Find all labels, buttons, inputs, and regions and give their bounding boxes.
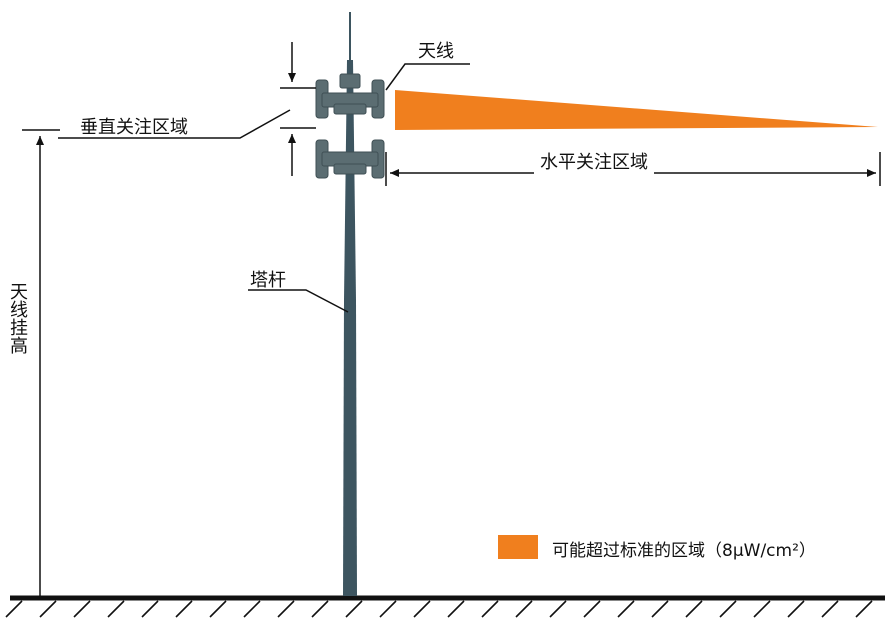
horizontal-zone-label: 水平关注区域 <box>534 148 654 174</box>
antenna-array-upper <box>315 73 385 119</box>
vertical-zone-arrows <box>280 42 316 176</box>
ground <box>5 595 885 618</box>
mount-height-arrow <box>22 129 60 596</box>
exceedance-zone <box>395 90 878 130</box>
mount-height-label: 天线挂高 <box>7 282 34 354</box>
tower-label: 塔杆 <box>250 270 286 291</box>
horizontal-zone-arrow <box>385 152 881 186</box>
legend-swatch <box>498 535 538 559</box>
tower-leader <box>248 289 349 313</box>
vertical-zone-label: 垂直关注区域 <box>80 117 188 138</box>
antenna-leader <box>385 63 470 91</box>
antenna-array-lower <box>315 139 385 179</box>
legend-label: 可能超过标准的区域（8μW/cm²） <box>552 541 816 561</box>
tower-pole <box>343 12 357 596</box>
vertical-zone-leader <box>58 109 291 139</box>
antenna-label: 天线 <box>418 41 454 62</box>
